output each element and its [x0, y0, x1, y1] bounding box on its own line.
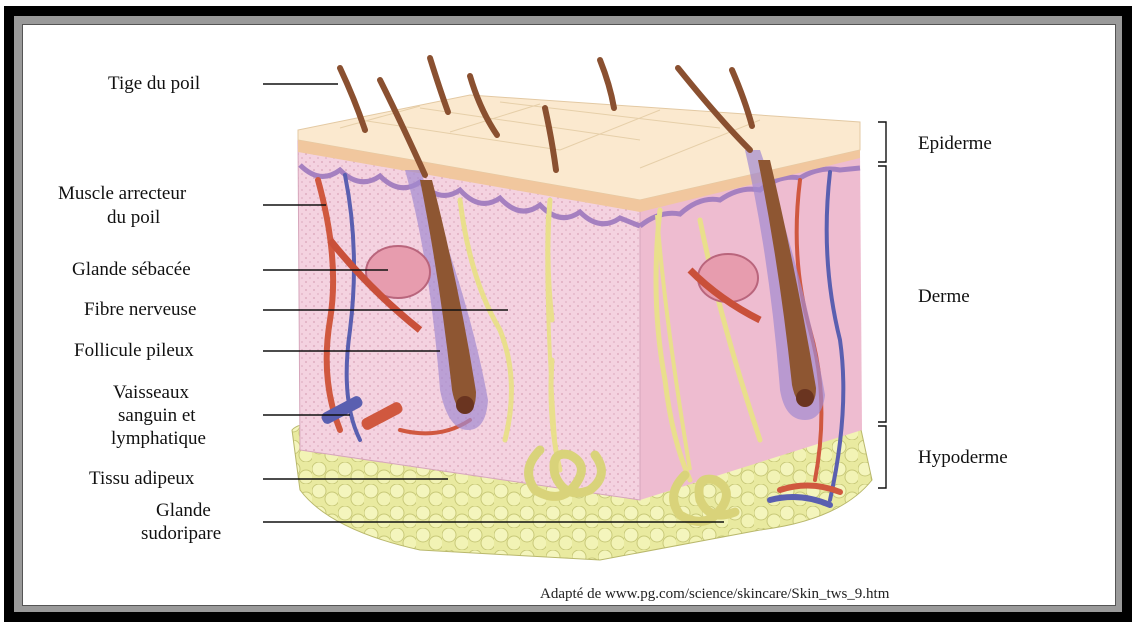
- label-nerve-fiber: Fibre nerveuse: [84, 298, 196, 321]
- label-sweat-gland-line2: sudoripare: [141, 522, 221, 545]
- label-vessels-line1: Vaisseaux: [113, 381, 189, 404]
- label-adipose-tissue: Tissu adipeux: [89, 467, 194, 490]
- label-arrector-muscle-line2: du poil: [107, 206, 160, 229]
- label-arrector-muscle-line1: Muscle arrecteur: [58, 182, 186, 205]
- label-sweat-gland-line1: Glande: [156, 499, 211, 522]
- label-hypodermis: Hypoderme: [918, 446, 1008, 469]
- label-epidermis: Epiderme: [918, 132, 992, 155]
- label-vessels-line2: sanguin et: [118, 404, 196, 427]
- label-hair-follicle: Follicule pileux: [74, 339, 194, 362]
- label-vessels-line3: lymphatique: [111, 427, 206, 450]
- label-hair-shaft: Tige du poil: [108, 72, 200, 95]
- label-sebaceous-gland: Glande sébacée: [72, 258, 191, 281]
- source-credit: Adapté de www.pg.com/science/skincare/Sk…: [540, 586, 889, 603]
- label-dermis: Derme: [918, 285, 970, 308]
